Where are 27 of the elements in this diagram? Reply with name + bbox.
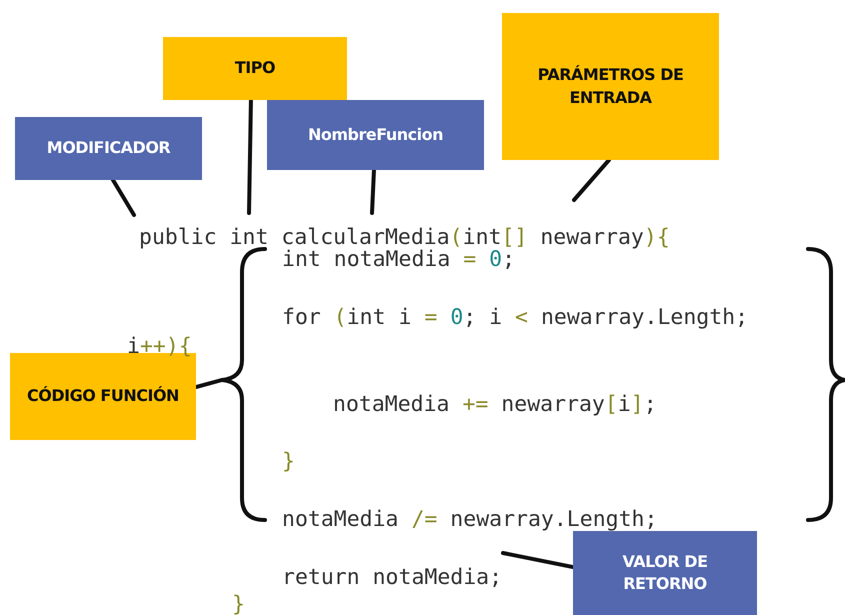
code-line: notaMedia /= newarray.Length; [282, 507, 658, 533]
code-line: int notaMedia = 0; [282, 247, 516, 273]
callout-label: MODIFICADOR [46, 137, 170, 160]
code-line: } [282, 449, 295, 475]
code-line: i++){ [127, 334, 192, 360]
code-line: } [232, 592, 245, 615]
function-name-callout [267, 100, 484, 170]
parameters-callout [502, 13, 719, 160]
type-callout [163, 37, 347, 100]
code-line: public int calcularMedia(int[] newarray){ [139, 225, 670, 250]
leader-line [247, 98, 253, 215]
return-value-callout [573, 531, 757, 615]
leader-line [111, 178, 136, 217]
curly-brace [220, 246, 268, 524]
leader-line [572, 158, 611, 202]
callout-label: CÓDIGO FUNCIÓN [27, 385, 179, 408]
code-line: notaMedia += newarray[i]; [333, 392, 657, 418]
leader-line [501, 551, 575, 570]
callout-label: VALOR DE RETORNO [621, 550, 708, 595]
leader-line [194, 378, 224, 390]
modifier-callout [15, 117, 202, 180]
code-line: return notaMedia; [282, 565, 502, 591]
callout-label: PARÁMETROS DE ENTRADA [536, 64, 684, 108]
callout-label: NombreFuncion [308, 124, 443, 146]
callout-label: TIPO [234, 57, 276, 80]
leader-line [370, 168, 376, 215]
code-line: for (int i = 0; i < newarray.Length; [282, 305, 748, 331]
